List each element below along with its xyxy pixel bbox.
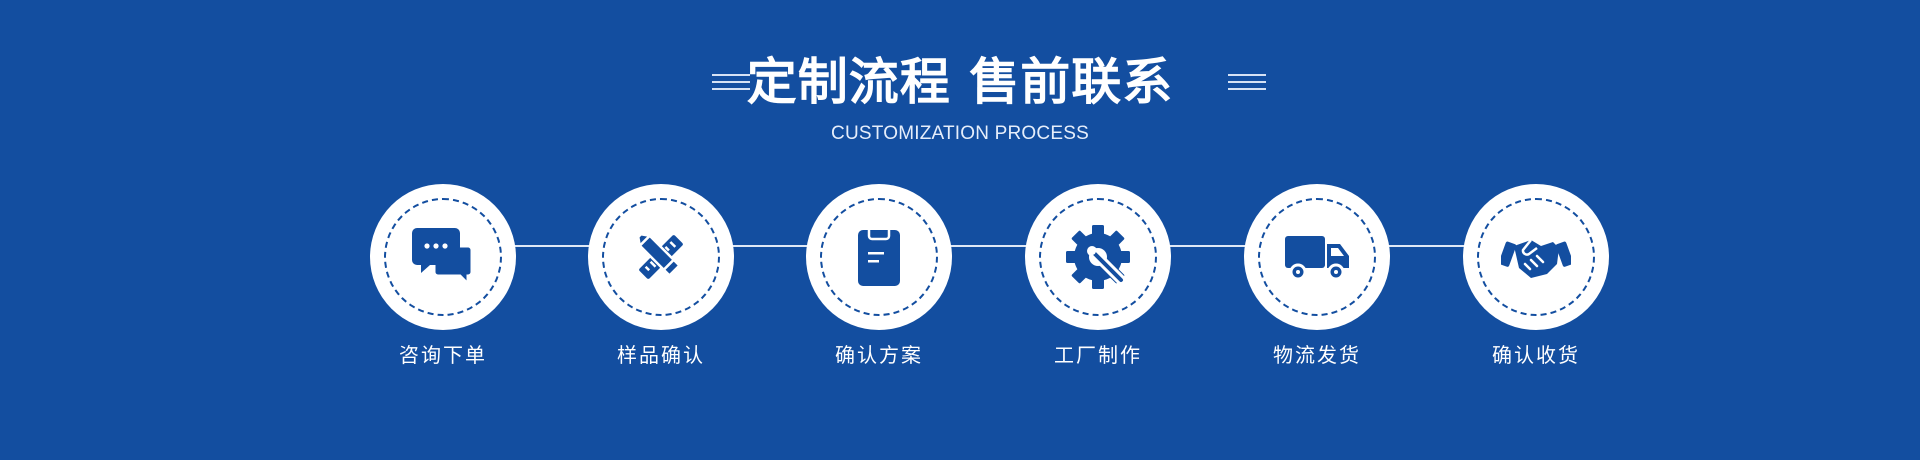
title-decoration-left — [712, 74, 750, 92]
step-label: 确认收货 — [1492, 343, 1580, 367]
step-sample-confirm: 样品确认 — [588, 184, 734, 367]
step-circle — [806, 184, 952, 330]
step-circle — [1025, 184, 1171, 330]
step-consult-order: 咨询下单 — [370, 184, 516, 367]
gear-wrench-icon — [1066, 225, 1130, 289]
chat-bubbles-icon — [412, 228, 474, 288]
title-decoration-right — [1228, 74, 1266, 92]
step-circle — [370, 184, 516, 330]
step-logistics-shipping: 物流发货 — [1244, 184, 1390, 367]
step-label: 物流发货 — [1273, 343, 1361, 367]
step-receipt-confirm: 确认收货 — [1463, 184, 1609, 367]
step-circle — [588, 184, 734, 330]
header: 定制流程 售前联系 — [0, 52, 1920, 112]
dashed-ring — [602, 198, 720, 316]
step-plan-confirm: 确认方案 — [806, 184, 952, 367]
clipboard-icon — [858, 230, 900, 286]
dashed-ring — [1039, 198, 1157, 316]
page-subtitle: CUSTOMIZATION PROCESS — [831, 123, 1089, 144]
pencil-ruler-icon — [636, 232, 683, 279]
step-label: 样品确认 — [617, 343, 705, 367]
step-circle — [1244, 184, 1390, 330]
delivery-truck-icon — [1285, 236, 1349, 281]
dashed-ring — [1477, 198, 1595, 316]
step-label: 工厂制作 — [1054, 343, 1142, 367]
page-title: 定制流程 售前联系 — [746, 53, 1174, 111]
step-label: 确认方案 — [835, 343, 923, 367]
step-circle — [1463, 184, 1609, 330]
handshake-icon — [1501, 239, 1571, 278]
dashed-ring — [820, 198, 938, 316]
step-label: 咨询下单 — [399, 343, 487, 367]
dashed-ring — [384, 198, 502, 316]
dashed-ring — [1258, 198, 1376, 316]
step-factory-production: 工厂制作 — [1025, 184, 1171, 367]
